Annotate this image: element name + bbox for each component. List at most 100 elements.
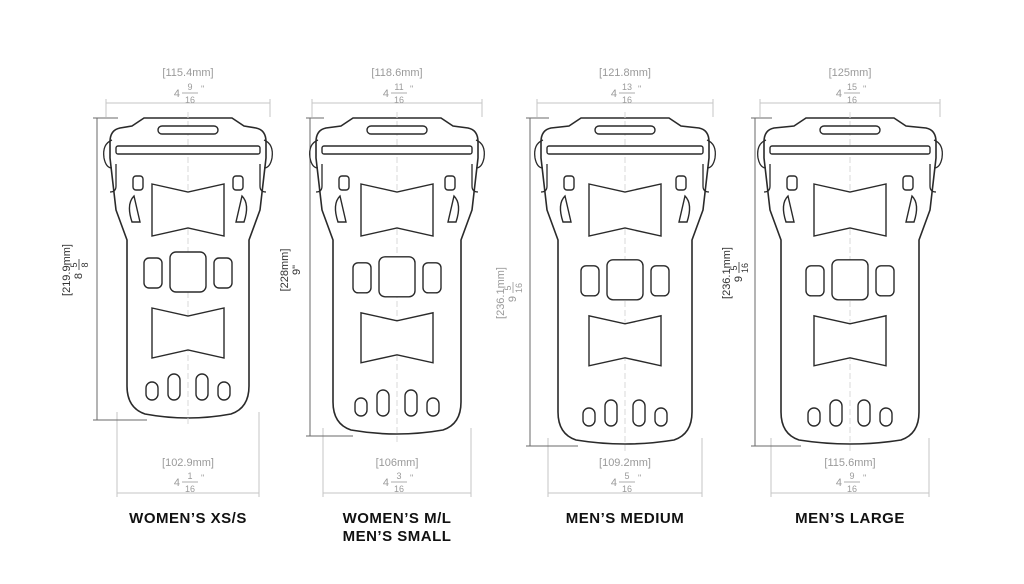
dim-inch-whole: 4 [611, 88, 617, 100]
model-label-line: WOMEN’S XS/S [129, 510, 247, 527]
side-window [875, 265, 895, 297]
dim-inch-numerator: 15 [847, 82, 857, 92]
bowtie-window [151, 183, 225, 237]
side-cutout [334, 194, 347, 223]
toe-slot [857, 399, 871, 427]
buckle-bar [546, 145, 704, 155]
side-window [580, 265, 600, 297]
inch-mark: " [201, 84, 204, 94]
side-notch [786, 175, 798, 191]
side-notch [132, 175, 144, 191]
dim-inch-denominator: 16 [394, 484, 404, 494]
toe-slot [632, 399, 646, 427]
toe-slot [807, 407, 821, 427]
height-inch-whole: 9 [507, 296, 519, 302]
center-window [606, 259, 644, 301]
dim-inch-denominator: 16 [394, 95, 404, 105]
model-label-line: MEN’S LARGE [795, 510, 905, 527]
dim-inch-denominator: 16 [622, 484, 632, 494]
buckle-bar [321, 145, 473, 155]
toe-slot [879, 407, 893, 427]
side-cutout [559, 194, 572, 223]
center-window [831, 259, 869, 301]
dim-inch-numerator: 9 [849, 471, 854, 481]
toe-slot [654, 407, 668, 427]
top-slot [366, 125, 428, 135]
bowtie-window [813, 314, 887, 367]
inch-mark: " [410, 84, 413, 94]
buckle-bar [769, 145, 931, 155]
dim-inch-whole: 4 [174, 477, 180, 489]
dim-inch-numerator: 3 [396, 471, 401, 481]
side-hook [933, 139, 943, 169]
top-width-mm: [125mm] [829, 67, 872, 79]
toe-slot [354, 397, 368, 417]
side-notch [338, 175, 350, 191]
toe-slot [217, 381, 231, 401]
top-width-mm: [121.8mm] [599, 67, 651, 79]
height-inch-whole: 9" [291, 265, 303, 275]
dim-inch-whole: 4 [174, 88, 180, 100]
side-hook [315, 164, 323, 193]
inch-mark: " [638, 84, 641, 94]
bowtie-window [588, 183, 662, 237]
height-inch-denominator: 8 [80, 262, 90, 267]
plate-mm: [121.8mm]41316"[109.2mm]4516"[236.1mm]95… [495, 67, 716, 527]
side-hook [757, 139, 767, 169]
height-mm: [228mm] [279, 249, 291, 292]
height-inch-numerator: 5 [729, 265, 739, 270]
side-notch [563, 175, 575, 191]
side-notch [232, 175, 244, 191]
side-window [352, 262, 372, 294]
buckle-bar [115, 145, 261, 155]
toe-slot [426, 397, 440, 417]
dim-inch-whole: 4 [836, 477, 842, 489]
inch-mark: " [201, 473, 204, 483]
side-notch [444, 175, 456, 191]
toe-slot [167, 373, 181, 401]
height-dimension: [228mm]9" [279, 117, 353, 437]
dim-inch-denominator: 16 [847, 95, 857, 105]
height-mm: [219.9mm] [61, 244, 73, 296]
dim-inch-whole: 4 [383, 88, 389, 100]
height-inch-numerator: 5 [503, 285, 513, 290]
side-hook [309, 139, 319, 169]
side-hook [259, 164, 267, 193]
dim-inch-numerator: 9 [187, 82, 192, 92]
bottom-width-mm: [102.9mm] [162, 457, 214, 469]
bottom-width-mm: [115.6mm] [824, 457, 875, 469]
top-slot [157, 125, 219, 135]
side-window [213, 257, 233, 289]
dim-inch-numerator: 13 [622, 82, 632, 92]
dim-inch-denominator: 16 [847, 484, 857, 494]
side-hook [702, 164, 710, 193]
side-hook [103, 139, 113, 169]
top-width-dimension: [115.4mm] 49 16 " [105, 67, 271, 117]
dim-inch-numerator: 5 [624, 471, 629, 481]
side-hook [475, 139, 485, 169]
side-notch [675, 175, 687, 191]
toe-slot [195, 373, 209, 401]
bowtie-window [360, 311, 434, 364]
dim-inch-denominator: 16 [185, 95, 195, 105]
top-width-mm: [115.4mm] [162, 67, 213, 79]
inch-mark: " [863, 84, 866, 94]
bowtie-window [588, 314, 662, 367]
dim-inch-denominator: 16 [185, 484, 195, 494]
model-label: WOMEN’S XS/S [129, 510, 247, 527]
height-inch-numerator: 5 [69, 262, 79, 267]
top-slot [594, 125, 656, 135]
top-slot [819, 125, 881, 135]
